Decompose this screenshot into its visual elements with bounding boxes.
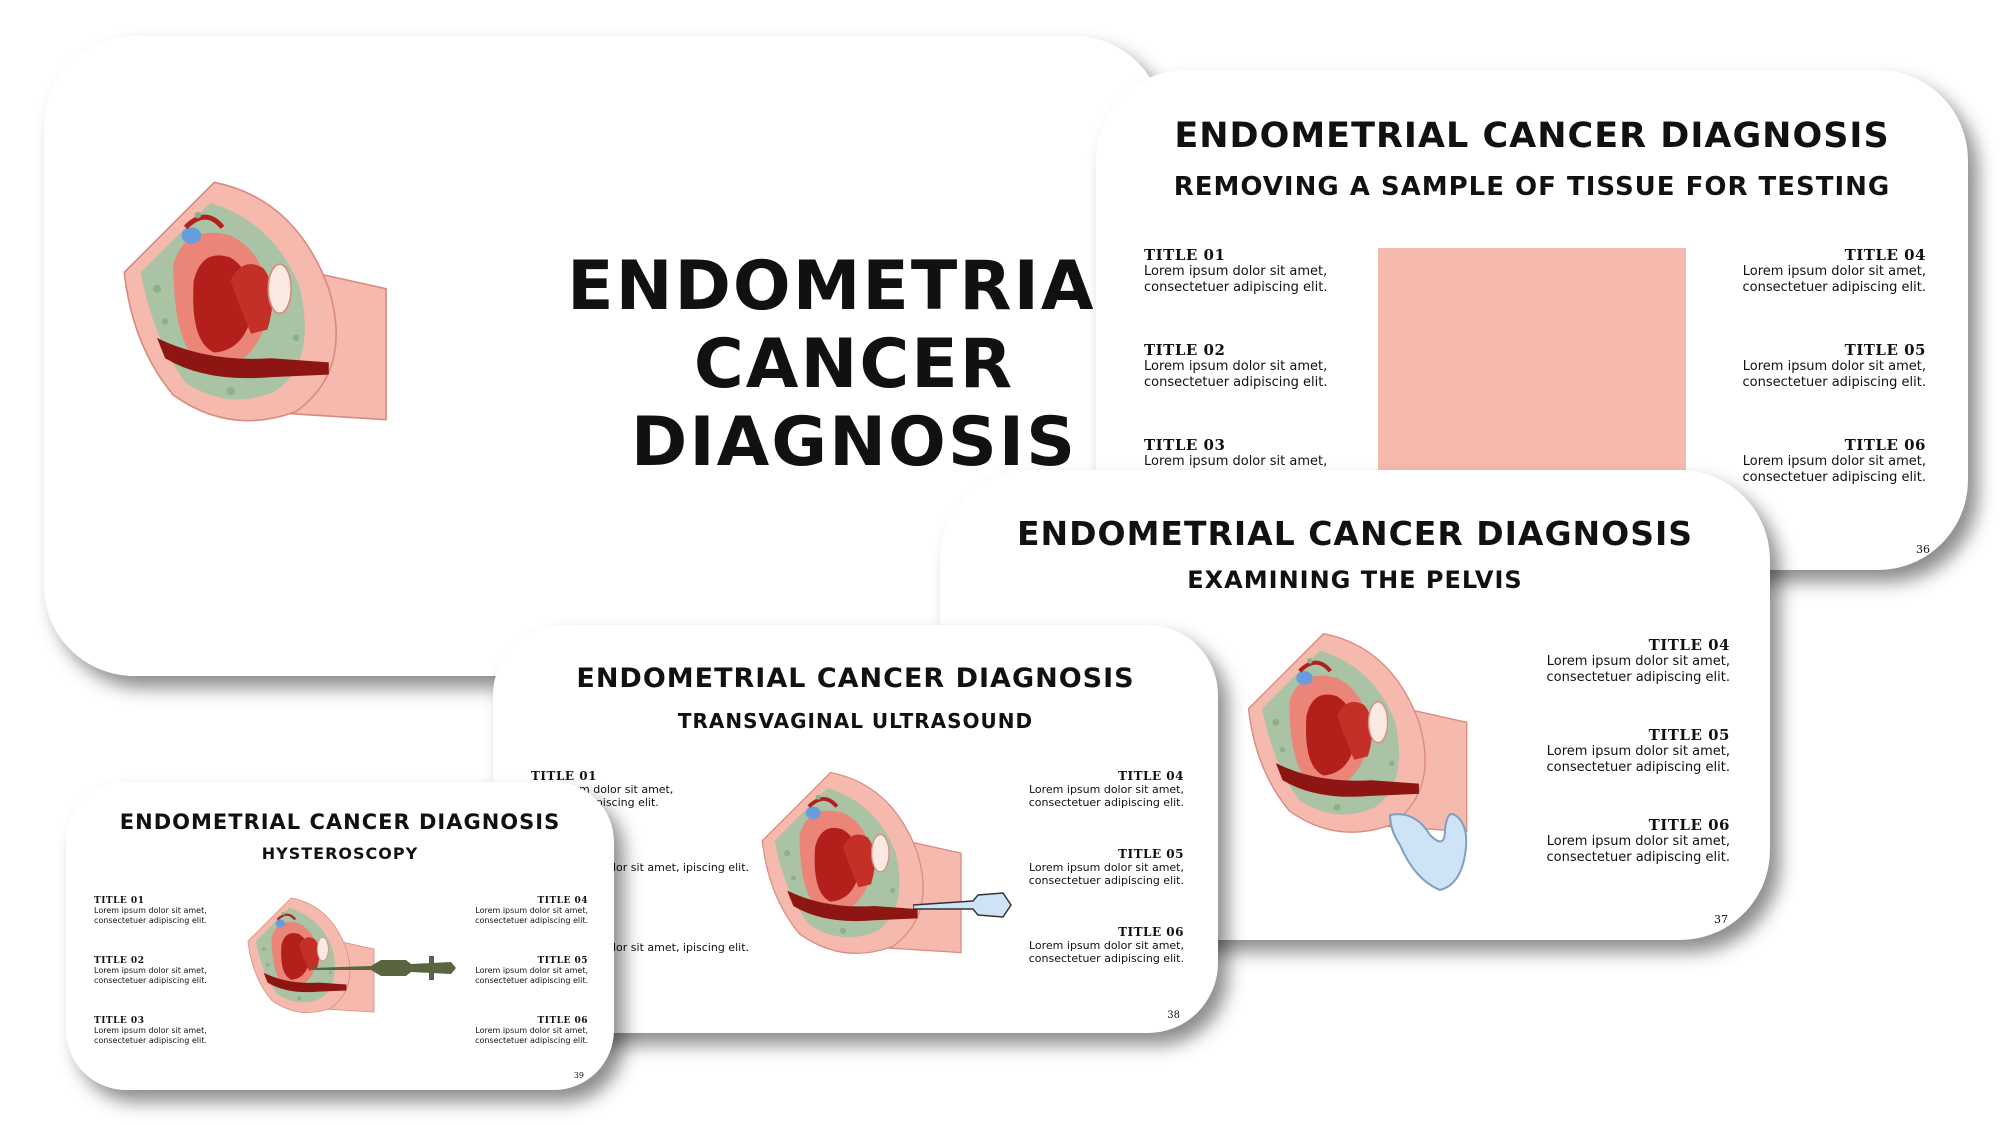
page-number: 37 (1714, 913, 1728, 926)
slide-title: ENDOMETRIAL CANCER DIAGNOSIS (1016, 514, 1694, 553)
slide-title: ENDOMETRIAL CANCER DIAGNOSIS (576, 663, 1135, 694)
slide-title: ENDOMETRIAL CANCER DIAGNOSIS (1174, 116, 1890, 156)
list-item: lor sit amet, ipiscing elit. (613, 861, 750, 874)
cover-title: ENDOMETRIAL CANCER DIAGNOSIS (544, 248, 1164, 482)
page-number: 36 (1916, 543, 1930, 556)
slide-subtitle: EXAMINING THE PELVIS (1187, 566, 1523, 594)
slide-subtitle: TRANSVAGINAL ULTRASOUND (677, 709, 1034, 733)
cover-title-line-2: CANCER (693, 325, 1015, 404)
glove-hand-icon (1388, 813, 1468, 892)
slide-title: ENDOMETRIAL CANCER DIAGNOSIS (119, 810, 561, 834)
cover-title-line-3: DIAGNOSIS (630, 403, 1078, 482)
hysteroscope-icon (311, 956, 456, 980)
uterus-anatomy-icon (760, 770, 963, 956)
slide-subtitle: HYSTEROSCOPY (261, 844, 419, 863)
uterus-anatomy-icon (104, 166, 394, 436)
hysteroscopy-slide[interactable]: ENDOMETRIAL CANCER DIAGNOSIS HYSTEROSCOP… (66, 782, 614, 1090)
cover-slide[interactable]: ENDOMETRIAL CANCER DIAGNOSIS (44, 36, 1164, 676)
page-number: 38 (1167, 1010, 1180, 1021)
list-item: lor sit amet, ipiscing elit. (613, 941, 750, 954)
cover-title-line-1: ENDOMETRIAL (567, 247, 1141, 326)
ultrasound-probe-icon (913, 892, 1012, 918)
slide-subtitle: REMOVING A SAMPLE OF TISSUE FOR TESTING (1173, 172, 1891, 202)
page-number: 39 (573, 1071, 584, 1080)
